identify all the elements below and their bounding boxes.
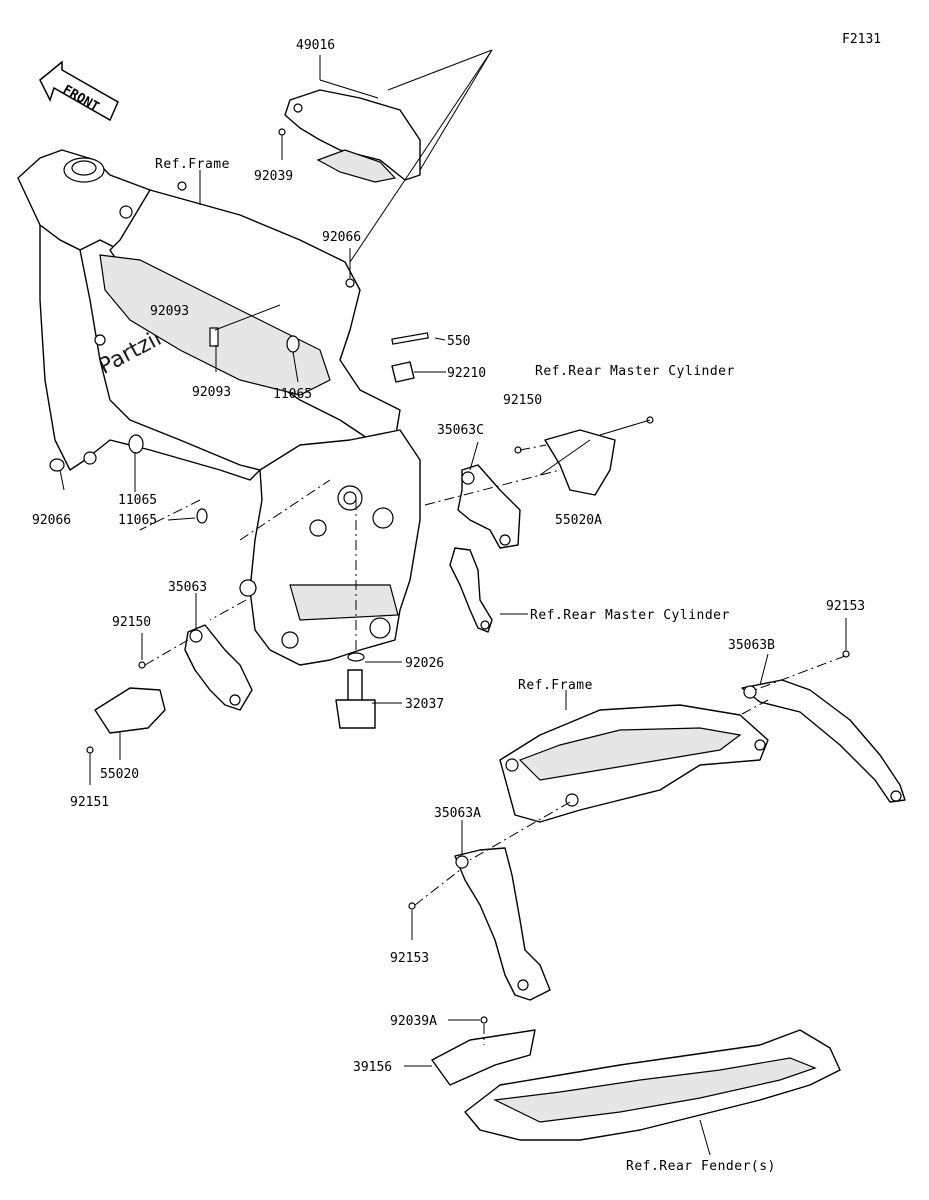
leader-lines	[59, 49, 847, 1156]
bolt-92153-right	[842, 650, 850, 658]
bolt-92039	[278, 128, 286, 136]
washer-92026	[347, 652, 365, 662]
part-35063B-bracket	[741, 679, 906, 803]
rear-fender	[464, 1029, 841, 1141]
callout-49016: 49016	[296, 38, 335, 53]
bolt-92039A	[480, 1016, 488, 1024]
rear-master-cylinder	[449, 547, 493, 633]
callout-11065-top: 11065	[273, 387, 312, 402]
cap-11065-top	[286, 335, 300, 353]
callout-39156: 39156	[353, 1060, 392, 1075]
callout-55020: 55020	[100, 767, 139, 782]
part-35063A-bracket	[454, 847, 551, 1001]
callout-ref-frame-top: Ref.Frame	[155, 157, 230, 172]
callout-55020A: 55020A	[555, 513, 602, 528]
callout-labels: 49016 92039 Ref.Frame 92066 92093 92093 …	[32, 38, 865, 1174]
callout-92066-left: 92066	[32, 513, 71, 528]
part-35063-bracket	[184, 624, 253, 711]
callout-92039A: 92039A	[390, 1014, 437, 1029]
bolt-92151	[86, 746, 94, 754]
callout-92150-right: 92150	[503, 393, 542, 408]
bolt-92066-top	[345, 278, 355, 288]
callout-92153-left: 92153	[390, 951, 429, 966]
callout-92150-left: 92150	[112, 615, 151, 630]
callout-550: 550	[447, 334, 470, 349]
callout-92093-b: 92093	[192, 385, 231, 400]
callout-35063: 35063	[168, 580, 207, 595]
part-49016-guard	[284, 89, 421, 183]
callout-92026: 92026	[405, 656, 444, 671]
adjuster-32037	[335, 669, 376, 729]
rear-subframe	[499, 704, 769, 823]
callout-35063B: 35063B	[728, 638, 775, 653]
part-35063C-bracket	[457, 464, 521, 549]
callout-11065-left: 11065	[118, 493, 157, 508]
callout-92066-top: 92066	[322, 230, 361, 245]
callout-92210: 92210	[447, 366, 486, 381]
cap-11065-left	[128, 434, 144, 454]
bolt-92150-left	[138, 661, 146, 669]
pin-550	[391, 332, 429, 345]
part-55020-plate	[94, 687, 166, 734]
bolt-92153-left	[408, 902, 416, 910]
callout-92093-a: 92093	[150, 304, 189, 319]
pin-92093	[209, 327, 219, 347]
front-arrow-icon: FRONT	[39, 60, 119, 122]
callout-35063C: 35063C	[437, 423, 484, 438]
centre-lines	[139, 444, 846, 1045]
callout-92039: 92039	[254, 169, 293, 184]
callout-32037: 32037	[405, 697, 444, 712]
callout-35063A: 35063A	[434, 806, 481, 821]
part-39156-pad	[431, 1029, 536, 1086]
callout-11065-mid: 11065	[118, 513, 157, 528]
part-55020A-plate	[544, 429, 616, 496]
callout-92151: 92151	[70, 795, 109, 810]
cap-92066-left	[49, 458, 65, 472]
main-frame	[17, 149, 421, 666]
callout-ref-rear-fender: Ref.Rear Fender(s)	[626, 1159, 776, 1174]
callout-ref-frame-rear: Ref.Frame	[518, 678, 593, 693]
diagram-id: F2131	[842, 32, 881, 47]
callout-ref-rear-master-cyl-mid: Ref.Rear Master Cylinder	[530, 608, 730, 623]
callout-ref-rear-master-cyl-top: Ref.Rear Master Cylinder	[535, 364, 735, 379]
cap-11065-mid	[196, 508, 208, 524]
nut-92210	[391, 361, 415, 383]
callout-92153-right: 92153	[826, 599, 865, 614]
